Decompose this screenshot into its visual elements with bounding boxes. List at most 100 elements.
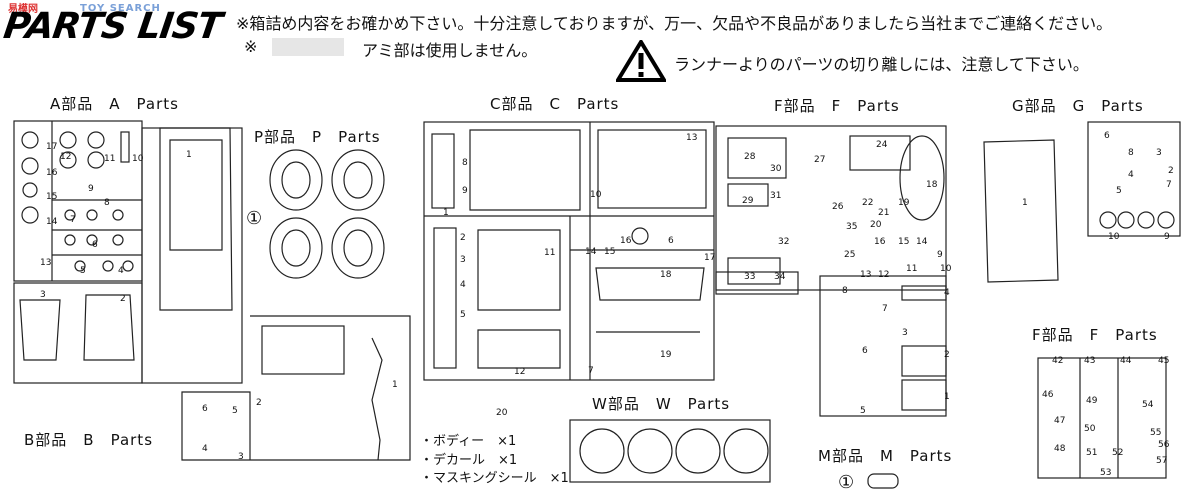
part-number-c: 12 — [514, 367, 526, 377]
part-number-f: 2 — [944, 350, 950, 360]
part-number-f: 34 — [774, 272, 786, 282]
part-number-f: 27 — [814, 155, 826, 165]
part-number-c: 5 — [460, 310, 466, 320]
part-number-f: 4 — [944, 288, 950, 298]
part-number-c: 18 — [660, 270, 672, 280]
part-number-f-small: 51 — [1086, 448, 1098, 458]
part-number-f-small: 46 — [1042, 390, 1054, 400]
part-number-f-small: 43 — [1084, 356, 1096, 366]
part-number-c: 4 — [460, 280, 466, 290]
part-number-f: 7 — [882, 304, 888, 314]
mesh-sample-swatch — [272, 38, 344, 56]
part-number-a: 6 — [92, 240, 98, 250]
notice-text: ※箱詰め内容をお確かめ下さい。十分注意しておりますが、万一、欠品や不良品がありま… — [236, 14, 1113, 33]
runner-b-frame — [181, 315, 411, 461]
part-number-f: 9 — [937, 250, 943, 260]
part-number-f-small: 48 — [1054, 444, 1066, 454]
part-number-a: 15 — [46, 192, 58, 202]
part-number-f: 10 — [940, 264, 952, 274]
part-number-a: 10 — [132, 154, 144, 164]
part-number-a: 7 — [70, 215, 76, 225]
part-number-f-small: 55 — [1150, 428, 1162, 438]
part-number-f-small: 47 — [1054, 416, 1066, 426]
runner-a-label: A部品 A Parts — [50, 95, 179, 113]
part-number-f: 5 — [860, 406, 866, 416]
part-number-c: 15 — [604, 247, 616, 257]
runner-f-frame — [715, 125, 947, 417]
part-number-b: 6 — [202, 404, 208, 414]
part-number-c: 2 — [460, 233, 466, 243]
part-number-f: 20 — [870, 220, 882, 230]
part-number-c: 11 — [544, 248, 556, 258]
part-number-f: 35 — [846, 222, 858, 232]
part-number-c: 14 — [585, 247, 597, 257]
warning-triangle-icon — [616, 40, 666, 82]
part-number-g: 9 — [1164, 232, 1170, 242]
part-number-f: 18 — [926, 180, 938, 190]
part-number-f: 33 — [744, 272, 756, 282]
part-number-f-small: 52 — [1112, 448, 1124, 458]
part-number-a: 17 — [46, 142, 58, 152]
runner-b-label: B部品 B Parts — [24, 431, 154, 449]
extra-body: ・ボディー ×1 — [420, 434, 517, 449]
part-number-c: 3 — [460, 255, 466, 265]
part-number-c: 6 — [668, 236, 674, 246]
runner-c-frame — [423, 121, 715, 381]
part-number-a: 16 — [46, 168, 58, 178]
part-number-g: 10 — [1108, 232, 1120, 242]
part-number-f: 14 — [916, 237, 928, 247]
part-number-a: 4 — [118, 266, 124, 276]
watermark-en: TOY SEARCH — [80, 3, 161, 14]
part-number-c: 20 — [496, 408, 508, 418]
part-number-f: 1 — [944, 392, 950, 402]
notice-mark: ※ — [244, 37, 258, 56]
mesh-notice: アミ部は使用しません。 — [362, 41, 538, 60]
runner-m-label: M部品 M Parts — [818, 447, 953, 465]
part-number-c: 16 — [620, 236, 632, 246]
runner-f-small-frame — [1037, 357, 1167, 479]
part-number-f: 29 — [742, 196, 754, 206]
part-number-c: 19 — [660, 350, 672, 360]
part-number-g: 3 — [1156, 148, 1162, 158]
runner-m-part — [867, 473, 899, 489]
part-number-f-small: 42 — [1052, 356, 1064, 366]
part-number-f: 22 — [862, 198, 874, 208]
m-quantity: ① — [838, 472, 855, 493]
part-number-a: 5 — [80, 266, 86, 276]
part-number-f: 12 — [878, 270, 890, 280]
part-number-f: 16 — [874, 237, 886, 247]
part-number-a: 12 — [60, 152, 72, 162]
part-number-f: 21 — [878, 208, 890, 218]
runner-g-frame — [983, 121, 1181, 283]
part-number-f: 30 — [770, 164, 782, 174]
part-number-c: 9 — [462, 186, 468, 196]
part-number-g: 6 — [1104, 131, 1110, 141]
part-number-a: 1 — [186, 150, 192, 160]
part-number-f-small: 54 — [1142, 400, 1154, 410]
part-number-b: 1 — [392, 380, 398, 390]
caution-text: ランナーよりのパーツの切り離しには、注意して下さい。 — [674, 55, 1089, 74]
part-number-c: 8 — [462, 158, 468, 168]
part-number-c: 1 — [443, 208, 449, 218]
part-number-c: 10 — [590, 190, 602, 200]
runner-p-tires — [269, 149, 385, 279]
part-number-f: 11 — [906, 264, 918, 274]
part-number-a: 11 — [104, 154, 116, 164]
part-number-f: 26 — [832, 202, 844, 212]
part-number-c: 13 — [686, 133, 698, 143]
part-number-a: 14 — [46, 217, 58, 227]
part-number-c: 7 — [588, 366, 594, 376]
part-number-g: 8 — [1128, 148, 1134, 158]
part-number-a: 9 — [88, 184, 94, 194]
p-quantity: ① — [246, 208, 263, 229]
part-number-b: 3 — [238, 452, 244, 462]
part-number-b: 5 — [232, 406, 238, 416]
runner-c-label: C部品 C Parts — [490, 95, 620, 113]
part-number-f-small: 50 — [1084, 424, 1096, 434]
part-number-f: 28 — [744, 152, 756, 162]
part-number-g: 4 — [1128, 170, 1134, 180]
part-number-f: 6 — [862, 346, 868, 356]
part-number-a: 13 — [40, 258, 52, 268]
runner-w-label: W部品 W Parts — [592, 395, 731, 413]
